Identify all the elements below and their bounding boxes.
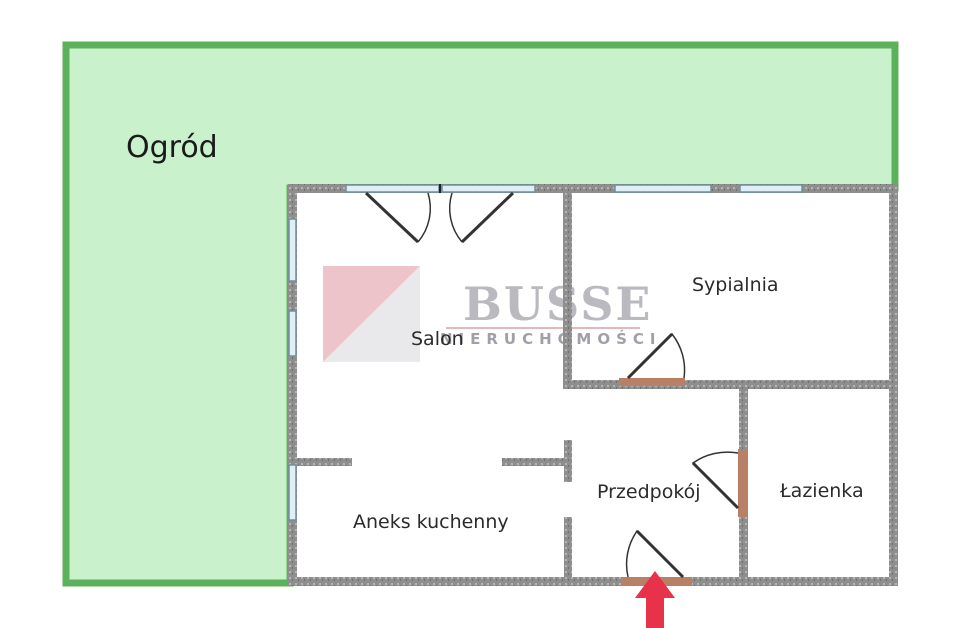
room-label-salon: Salon	[411, 328, 464, 350]
window-salon-left-lower	[288, 310, 297, 357]
window-kitchen-left	[288, 464, 297, 521]
window-salon-left-upper	[288, 218, 297, 282]
wall-bottom	[288, 577, 898, 586]
wall-bedroom-left	[563, 184, 572, 389]
balcony-doors	[364, 191, 515, 244]
wall-hallway-upper	[564, 440, 572, 482]
wall-kitchen-stub-left	[288, 458, 352, 466]
watermark-subtitle: NIERUCHOMOŚCI	[440, 329, 662, 348]
room-label-aneks: Aneks kuchenny	[353, 511, 509, 533]
watermark: BUSSE NIERUCHOMOŚCI	[323, 266, 662, 362]
room-label-przedpokoj: Przedpokój	[597, 481, 701, 503]
wall-kitchen-stub-right	[502, 458, 572, 466]
garden-label: Ogród	[126, 130, 218, 165]
window-salon-top-right	[441, 184, 536, 193]
wall-left	[288, 184, 297, 586]
wall-hallway-lower	[564, 517, 572, 586]
wall-top	[288, 184, 898, 193]
door-bathroom-leaf	[738, 449, 747, 517]
door-bathroom-panel	[691, 461, 740, 510]
room-label-lazienka: Łazienka	[779, 480, 864, 502]
door-bedroom-leaf	[619, 378, 685, 386]
door-bedroom-panel	[626, 332, 674, 380]
arrow-up-icon	[635, 571, 675, 628]
windows	[288, 184, 803, 521]
doors	[619, 332, 747, 586]
door-entrance-panel	[635, 529, 685, 579]
watermark-brand: BUSSE	[463, 277, 653, 331]
watermark-triangle-grey	[323, 266, 420, 362]
window-bedroom-top-right	[739, 184, 803, 193]
wall-bedroom-bottom	[563, 380, 898, 389]
window-salon-top-left	[345, 184, 440, 193]
room-label-sypialnia: Sypialnia	[692, 274, 779, 296]
window-bedroom-top-left	[614, 184, 712, 193]
